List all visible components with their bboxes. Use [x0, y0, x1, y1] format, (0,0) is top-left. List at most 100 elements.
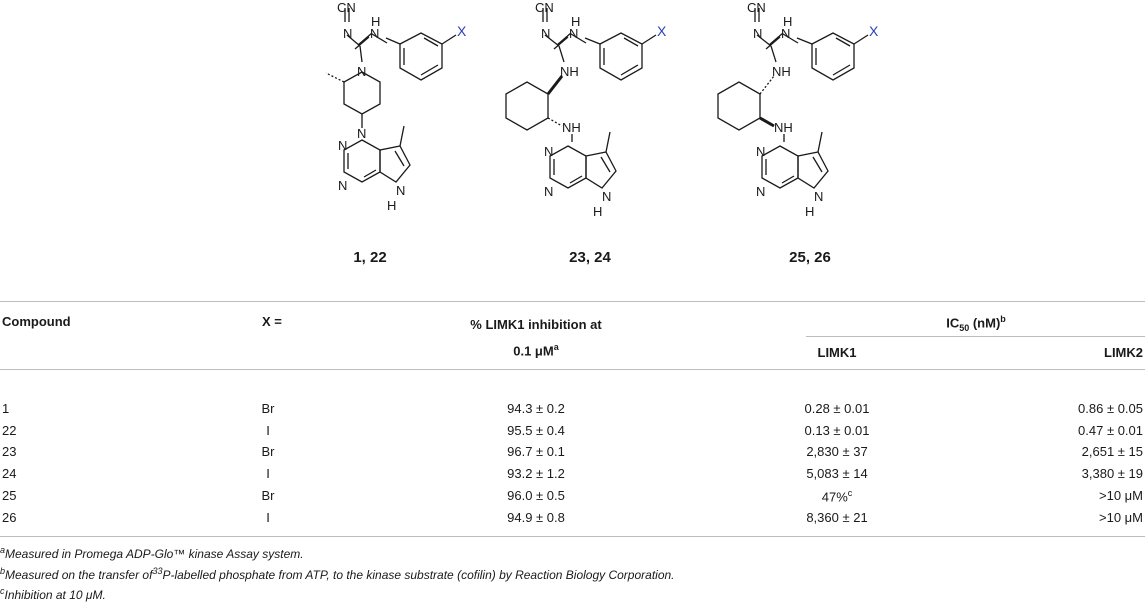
cell-inhibition: 93.2 ± 1.2 [507, 466, 565, 481]
x-substituent-label: X [657, 23, 667, 39]
cell-inhibition: 95.5 ± 0.4 [507, 423, 565, 438]
footnote-mark: c [0, 586, 5, 596]
cell-inhibition: 94.9 ± 0.8 [507, 510, 565, 525]
n-label: N [541, 26, 550, 41]
footnote-text: Inhibition at 10 μM. [4, 588, 106, 602]
header-limk2: LIMK2 [1104, 345, 1143, 360]
n-label: N [781, 26, 790, 41]
h-label: H [371, 14, 380, 29]
header-x: X = [262, 314, 282, 329]
h-label: H [783, 14, 792, 29]
n-label: N [343, 26, 352, 41]
cell-x: I [266, 423, 270, 438]
n-label: N [357, 64, 366, 79]
header-ic50-unit: (nM) [969, 315, 1001, 331]
cell-compound: 25 [2, 488, 17, 503]
x-substituent-label: X [869, 23, 879, 39]
chemical-structures-figure: CN N H N X N N N N N H 1, 22 [325, 0, 879, 266]
footnote-text: Measured on the transfer of [5, 568, 153, 582]
cell-limk1: 0.13 ± 0.01 [804, 423, 870, 438]
cell-x: Br [261, 488, 275, 503]
cell-limk1: 8,360 ± 21 [806, 510, 868, 525]
cell-limk2: >10 μM [1099, 488, 1143, 503]
nh-label: NH [774, 120, 793, 135]
h-label: H [805, 204, 814, 219]
n-label: N [756, 184, 765, 199]
footnote-text: P-labelled phosphate from ATP, to the ki… [162, 568, 675, 582]
cell-limk1: 5,083 ± 14 [806, 466, 868, 481]
footnote-mark: a [0, 545, 6, 555]
header-ic50-sub: 50 [959, 322, 970, 333]
cell-limk1: 2,830 ± 37 [806, 444, 868, 459]
n-label: N [602, 189, 611, 204]
n-label: N [756, 144, 765, 159]
footnote-mark: a [553, 342, 559, 352]
cell-limk2: 2,651 ± 15 [1081, 444, 1143, 459]
n-label: N [370, 26, 379, 41]
compound-label: 1, 22 [353, 249, 386, 266]
cell-inhibition: 94.3 ± 0.2 [507, 401, 565, 416]
table-bottom-rule [0, 536, 1145, 537]
header-inhibition-line1: % LIMK1 inhibition at [470, 317, 602, 332]
cell-inhibition: 96.7 ± 0.1 [507, 444, 565, 459]
footnote-b: bMeasured on the transfer of33P-labelled… [0, 566, 675, 582]
header-inhibition-line2: 0.1 μM [513, 343, 554, 359]
n-label: N [544, 184, 553, 199]
compound-label: 23, 24 [569, 249, 611, 266]
cell-limk1: 0.28 ± 0.01 [804, 401, 870, 416]
cell-compound: 24 [2, 466, 17, 481]
compound-label: 25, 26 [789, 249, 831, 266]
cell-limk1-value: 47% [821, 489, 848, 505]
n-label: N [814, 189, 823, 204]
footnote-a: aMeasured in Promega ADP-Glo™ kinase Ass… [0, 545, 304, 561]
cell-limk2: 0.86 ± 0.05 [1078, 401, 1143, 416]
cell-compound: 1 [2, 401, 10, 416]
structure-25-26 [717, 8, 869, 189]
n-label: N [396, 183, 405, 198]
header-ic50-main: IC [946, 315, 960, 331]
n-label: N [338, 178, 347, 193]
footnote-mark: b [1000, 314, 1006, 324]
table-top-rule [0, 301, 1145, 302]
n-label: N [569, 26, 578, 41]
cell-x: Br [261, 444, 275, 459]
cell-inhibition: 96.0 ± 0.5 [507, 488, 565, 503]
header-limk1: LIMK1 [817, 345, 857, 360]
n-label: N [544, 144, 553, 159]
header-compound: Compound [2, 314, 71, 329]
cn-label: CN [747, 0, 766, 15]
footnote-text: Measured in Promega ADP-Glo™ kinase Assa… [5, 547, 304, 561]
h-label: H [387, 198, 396, 213]
footnote-mark: c [847, 488, 853, 498]
header-bottom-rule [0, 369, 1145, 370]
header-ic50: IC50 (nM)b [946, 314, 1006, 333]
n-label: N [357, 126, 366, 141]
header-inhibition: % LIMK1 inhibition at 0.1 μMa [470, 314, 601, 362]
cn-label: CN [535, 0, 554, 15]
cell-compound: 26 [2, 510, 17, 525]
cell-compound: 22 [2, 423, 17, 438]
isotope-mark: 33 [152, 566, 163, 576]
cell-limk2: 0.47 ± 0.01 [1078, 423, 1143, 438]
n-label: N [753, 26, 762, 41]
ic50-span-rule [806, 336, 1145, 337]
cn-label: CN [337, 0, 356, 15]
nh-label: NH [562, 120, 581, 135]
footnote-mark: b [0, 566, 6, 576]
x-substituent-label: X [457, 23, 467, 39]
cell-limk2: >10 μM [1099, 510, 1143, 525]
nh-label: NH [772, 64, 791, 79]
n-label: N [338, 138, 347, 153]
h-label: H [571, 14, 580, 29]
structure-23-24 [505, 8, 657, 189]
nh-label: NH [560, 64, 579, 79]
structure-1-22 [325, 8, 457, 183]
footnote-c: cInhibition at 10 μM. [0, 586, 106, 602]
cell-x: I [266, 466, 270, 481]
h-label: H [593, 204, 602, 219]
cell-x: I [266, 510, 270, 525]
cell-limk2: 3,380 ± 19 [1081, 466, 1143, 481]
cell-x: Br [261, 401, 275, 416]
cell-limk1: 47%c [822, 488, 853, 504]
cell-compound: 23 [2, 444, 17, 459]
